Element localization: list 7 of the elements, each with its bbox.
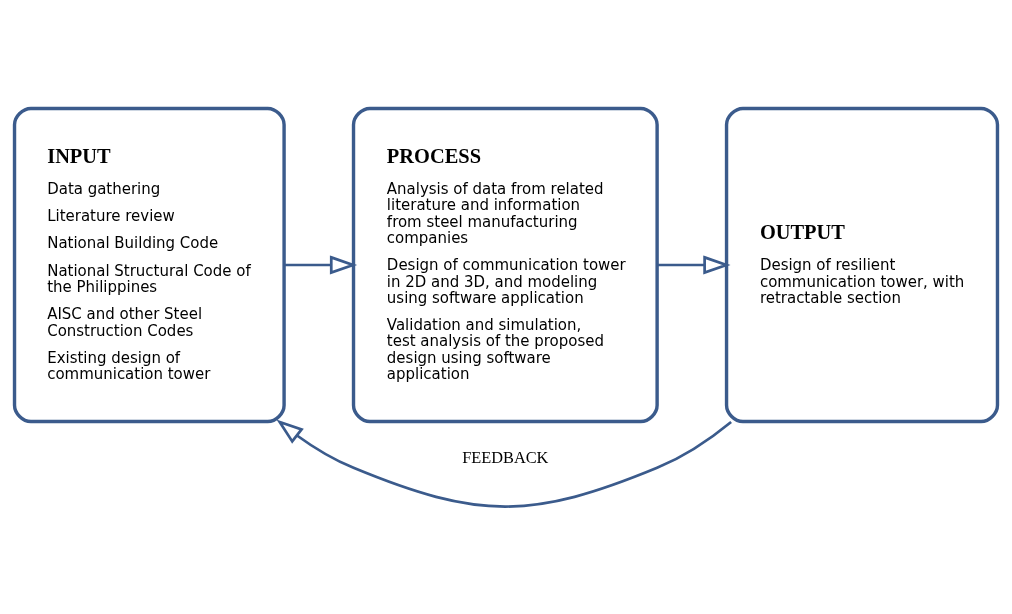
node-box: PROCESS Analysis of data from related literature and information from steel manufacturing companies Design of communication tower in 2D and 3D, and modeling using software application Validation and simulation, test analysis of the proposed design using software application <box>351 106 659 423</box>
arrow <box>276 418 732 508</box>
arrow <box>284 254 358 275</box>
node-box: OUTPUT Design of resilient communication tower, with retractable section <box>724 106 1000 423</box>
edge-label: FEEDBACK <box>462 447 549 467</box>
node-box: INPUT Data gathering Literature review National Building Code National Structural Code of the Philippines AISC and other Steel Construction Codes Existing design of communication tower <box>12 106 286 423</box>
arrow <box>657 254 731 275</box>
